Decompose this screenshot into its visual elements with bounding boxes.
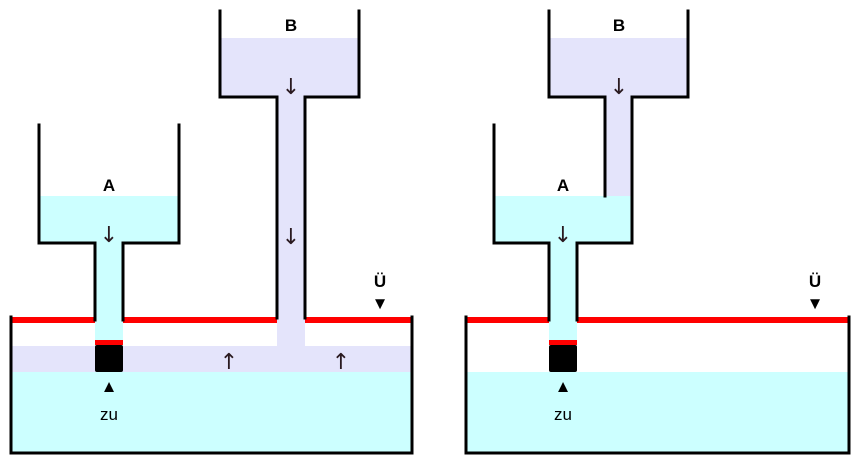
tank-a-water (494, 196, 633, 243)
flow-arrow-up-icon: ↑ (332, 350, 350, 375)
tank-a-wall (37, 123, 97, 322)
flow-arrow-up-icon: ↑ (220, 350, 238, 375)
flow-arrow-down-icon: ↓ (554, 223, 572, 248)
left-panel: A B Ü ▼ ▲ zu ↓ ↓ ↓ ↑ ↑ (9, 9, 414, 455)
tank-b-wall (218, 9, 279, 320)
flow-arrow-down-icon: ↓ (282, 75, 300, 100)
tank-b-water (220, 38, 359, 97)
overflow-line-segment (577, 317, 849, 323)
valve-marker-icon: ▲ (555, 377, 572, 396)
valve-seal (95, 340, 123, 345)
valve-marker-icon: ▲ (101, 377, 118, 396)
valve-block[interactable] (549, 345, 577, 372)
tank-a-wall (575, 194, 634, 322)
right-panel: A B Ü ▼ ▲ zu ↓ ↓ (464, 9, 851, 455)
valve-label: zu (100, 405, 118, 424)
pipe-a-water (549, 242, 577, 346)
overflow-line-segment (466, 317, 549, 323)
flow-arrow-down-icon: ↓ (100, 223, 118, 248)
valve-block[interactable] (95, 345, 123, 372)
overflow-line-segment (123, 317, 277, 323)
tank-a-water (39, 196, 179, 243)
tank-a-label: A (103, 176, 115, 195)
basin-wall (9, 315, 414, 455)
tank-a-wall (492, 123, 551, 322)
overflow-line-segment (305, 317, 412, 323)
flow-arrow-down-icon: ↓ (282, 225, 300, 250)
basin-upper-water-b (11, 346, 412, 372)
tank-b-water (549, 38, 688, 97)
tank-a-wall (121, 123, 181, 322)
basin-lower-water (466, 372, 849, 453)
valve-label: zu (554, 405, 572, 424)
overflow-marker-icon: ▼ (372, 294, 389, 313)
tank-b-wall (303, 9, 361, 320)
pipe-b-water (277, 96, 305, 346)
valve-seal (549, 340, 577, 345)
overflow-label: Ü (374, 272, 386, 291)
basin-wall (464, 315, 851, 455)
tank-b-wall (630, 9, 690, 198)
tank-b-label: B (285, 16, 297, 35)
basin-lower-water (11, 372, 412, 453)
pipe-b-water (605, 96, 633, 196)
flow-arrow-down-icon: ↓ (610, 75, 628, 100)
pipe-a-water (95, 242, 123, 346)
tank-b-wall (547, 9, 607, 198)
overflow-label: Ü (809, 272, 821, 291)
tank-a-label: A (557, 176, 569, 195)
overflow-line-segment (11, 317, 95, 323)
overflow-marker-icon: ▼ (807, 294, 824, 313)
tank-b-label: B (613, 16, 625, 35)
